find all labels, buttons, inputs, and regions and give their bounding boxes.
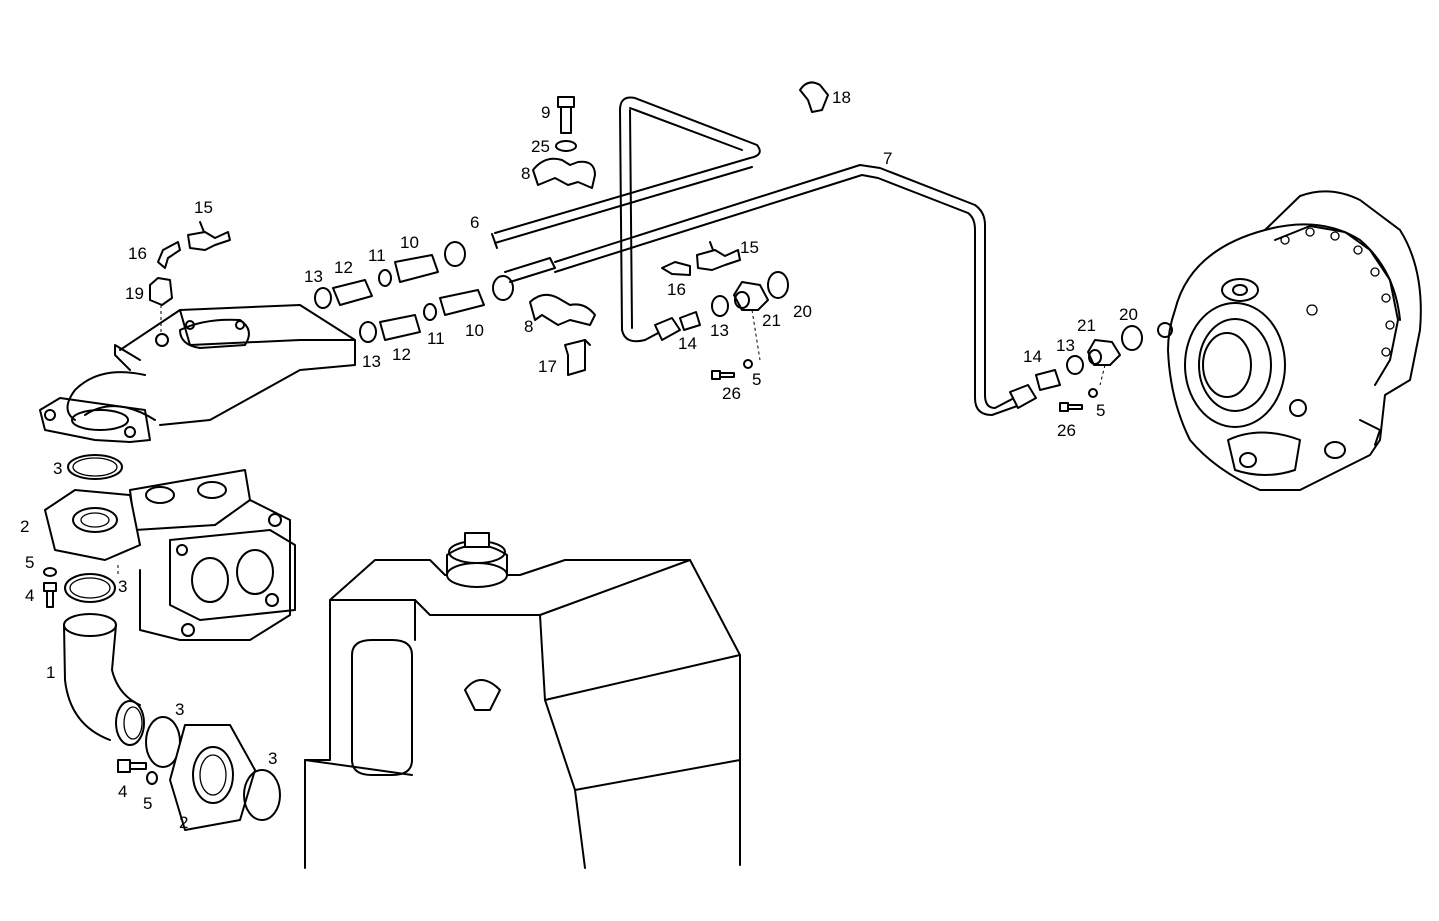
pipe-6 — [494, 96, 761, 343]
callout-2: 2 — [20, 517, 29, 536]
turbocharger — [1157, 190, 1422, 491]
callout-8: 8 — [524, 317, 533, 336]
callout-20: 20 — [793, 302, 812, 321]
callout-3: 3 — [175, 700, 184, 719]
callout-8: 8 — [521, 164, 530, 183]
callout-13: 13 — [362, 352, 381, 371]
washer-25 — [555, 140, 577, 152]
flange-21-right — [1087, 339, 1121, 386]
callout-12: 12 — [392, 345, 411, 364]
ring-20-mid — [767, 271, 789, 299]
callout-10: 10 — [465, 321, 484, 340]
callout-4: 4 — [25, 586, 34, 605]
callout-7: 7 — [883, 149, 892, 168]
screw-26-right — [1059, 402, 1083, 412]
callout-10: 10 — [400, 233, 419, 252]
callout-3: 3 — [53, 459, 62, 478]
o-ring-3-right-lower — [243, 769, 281, 821]
callout-6: 6 — [470, 213, 479, 232]
fitting-14-mid — [654, 311, 701, 341]
seal-13-mid — [711, 295, 729, 317]
callout-18: 18 — [832, 88, 851, 107]
callout-26: 26 — [722, 384, 741, 403]
pipe-segment-short — [504, 257, 556, 283]
callout-5: 5 — [1096, 401, 1105, 420]
callout-14: 14 — [678, 334, 697, 353]
callout-5: 5 — [752, 370, 761, 389]
callout-12: 12 — [334, 258, 353, 277]
clamp-8-lower — [529, 293, 596, 326]
adapter-housing — [129, 469, 296, 641]
callout-17: 17 — [538, 357, 557, 376]
callout-5: 5 — [25, 553, 34, 572]
callout-19: 19 — [125, 284, 144, 303]
o-ring-3-upper — [67, 454, 123, 480]
washer-5-lower — [146, 771, 158, 785]
flange-2-upper — [44, 489, 141, 561]
callout-2: 2 — [179, 813, 188, 832]
fitting-19 — [149, 277, 173, 335]
callout-15: 15 — [740, 238, 759, 257]
bolt-4-left — [43, 582, 57, 608]
elbow-16-mid — [661, 261, 691, 276]
callout-11: 11 — [368, 246, 386, 265]
callout-4: 4 — [118, 782, 127, 801]
callout-11: 11 — [427, 329, 445, 348]
callout-25: 25 — [531, 137, 550, 156]
elbow-16-left — [157, 241, 181, 269]
valve-15-mid — [696, 241, 741, 271]
valve-15-left — [187, 221, 231, 251]
elbow-pipe-1 — [63, 613, 145, 746]
callout-21: 21 — [1077, 316, 1096, 335]
bracket-17 — [564, 339, 591, 376]
washer-5-left — [43, 567, 57, 577]
clamp-8-upper — [532, 157, 596, 189]
callout-9: 9 — [541, 103, 550, 122]
ring-20-right — [1121, 325, 1143, 351]
filler-cap — [446, 532, 508, 588]
callout-3: 3 — [118, 577, 127, 596]
fitting-14-right — [1009, 369, 1061, 409]
callout-13: 13 — [1056, 336, 1075, 355]
callout-1: 1 — [46, 663, 55, 682]
bolt-4-lower — [117, 759, 147, 773]
callout-15: 15 — [194, 198, 213, 217]
callout-16: 16 — [667, 280, 686, 299]
callout-13: 13 — [710, 321, 729, 340]
clip-18 — [799, 81, 829, 113]
callout-26: 26 — [1057, 421, 1076, 440]
o-ring-3-mid — [64, 565, 119, 603]
callout-14: 14 — [1023, 347, 1042, 366]
flange-2-lower — [169, 724, 256, 831]
fitting-row-lower — [359, 275, 514, 343]
pipe-6-end — [491, 233, 498, 249]
screw-26-mid — [711, 370, 735, 380]
intake-manifold — [39, 304, 356, 443]
washer-5-mid — [743, 359, 753, 369]
engine-housing — [304, 559, 741, 869]
pipe-7 — [554, 164, 1021, 416]
washer-5-right — [1088, 388, 1098, 398]
callout-20: 20 — [1119, 305, 1138, 324]
callout-13: 13 — [304, 267, 323, 286]
seal-13-right — [1066, 355, 1084, 375]
flange-21-mid — [733, 281, 769, 361]
callout-5: 5 — [143, 794, 152, 813]
callout-3: 3 — [268, 749, 277, 768]
callouts: 1 2 2 3 3 3 3 4 4 5 5 5 5 6 7 8 8 9 10 1… — [20, 88, 1138, 832]
callout-16: 16 — [128, 244, 147, 263]
fitting-row-upper — [314, 241, 466, 309]
bolt-9 — [557, 96, 575, 134]
callout-21: 21 — [762, 311, 781, 330]
